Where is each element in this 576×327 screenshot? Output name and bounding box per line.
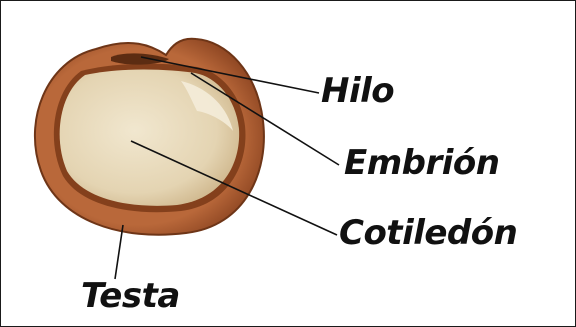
label-cotiledon: Cotiledón <box>339 216 517 250</box>
label-embrion: Embrión <box>344 146 499 180</box>
label-testa: Testa <box>81 279 180 313</box>
cotiledon-shape <box>60 70 239 206</box>
label-hilo: Hilo <box>321 74 394 108</box>
testa-leader-line <box>115 225 123 279</box>
